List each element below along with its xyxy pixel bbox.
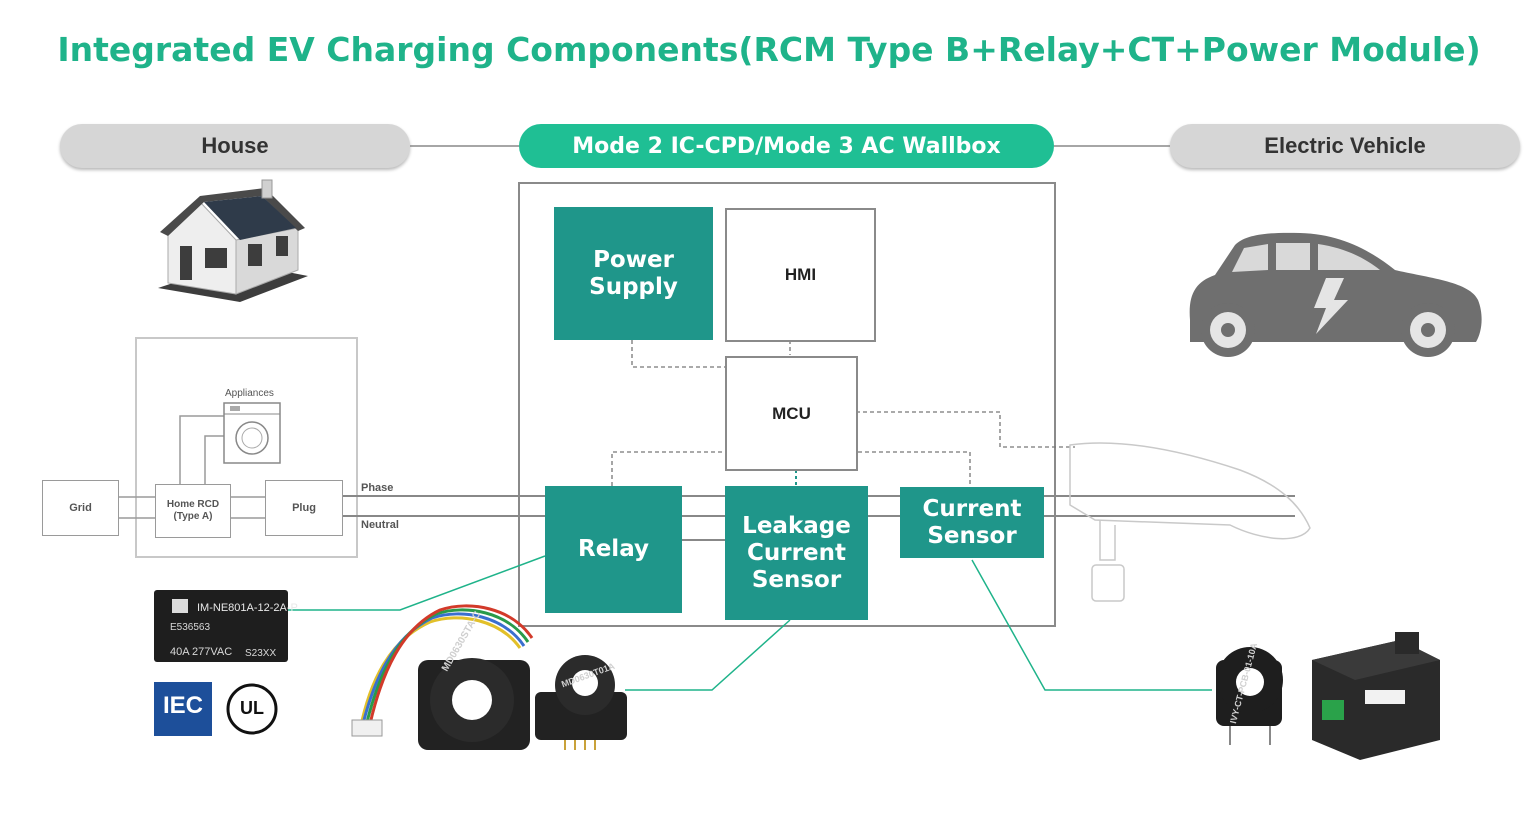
current-sensor-block: Current Sensor (900, 487, 1044, 558)
leakage-sensor-product-image (351, 604, 627, 750)
wallbox-header: Mode 2 IC-CPD/Mode 3 AC Wallbox (519, 124, 1054, 168)
current-transformer-product-image (1216, 647, 1283, 745)
relay-model-text: IM-NE801A-12-2A-P (197, 602, 298, 614)
neutral-label: Neutral (361, 519, 399, 531)
ul-logo (226, 683, 278, 735)
relay-code-text: S23XX (245, 648, 277, 659)
vehicle-header: Electric Vehicle (1170, 124, 1520, 168)
page-title: Integrated EV Charging Components(RCM Ty… (57, 30, 1481, 69)
iec-logo (154, 682, 212, 736)
ul-logo-text: UL (240, 698, 264, 718)
relay-block: Relay (545, 486, 682, 613)
relay-product-image (154, 590, 288, 662)
house-icon (158, 179, 308, 302)
grid-box: Grid (42, 480, 119, 536)
charging-gun-icon (1069, 442, 1311, 602)
leakage-current-sensor-block: Leakage Current Sensor (725, 486, 868, 620)
car-icon (1189, 232, 1482, 357)
iec-logo-text: IEC (162, 692, 203, 719)
appliances-label: Appliances (225, 388, 274, 399)
relay-rating-text: 40A 277VAC (170, 646, 233, 658)
relay-cert-text: E536563 (170, 622, 211, 633)
plug-box: Plug (265, 480, 343, 536)
hmi-block: HMI (725, 208, 876, 342)
phase-label: Phase (361, 482, 394, 494)
mcu-block: MCU (725, 356, 858, 471)
power-module-product-image (1312, 632, 1440, 760)
house-header: House (60, 124, 410, 168)
home-rcd-box: Home RCD (Type A) (155, 484, 231, 538)
washing-machine-icon (223, 402, 281, 464)
power-supply-block: Power Supply (554, 207, 713, 340)
